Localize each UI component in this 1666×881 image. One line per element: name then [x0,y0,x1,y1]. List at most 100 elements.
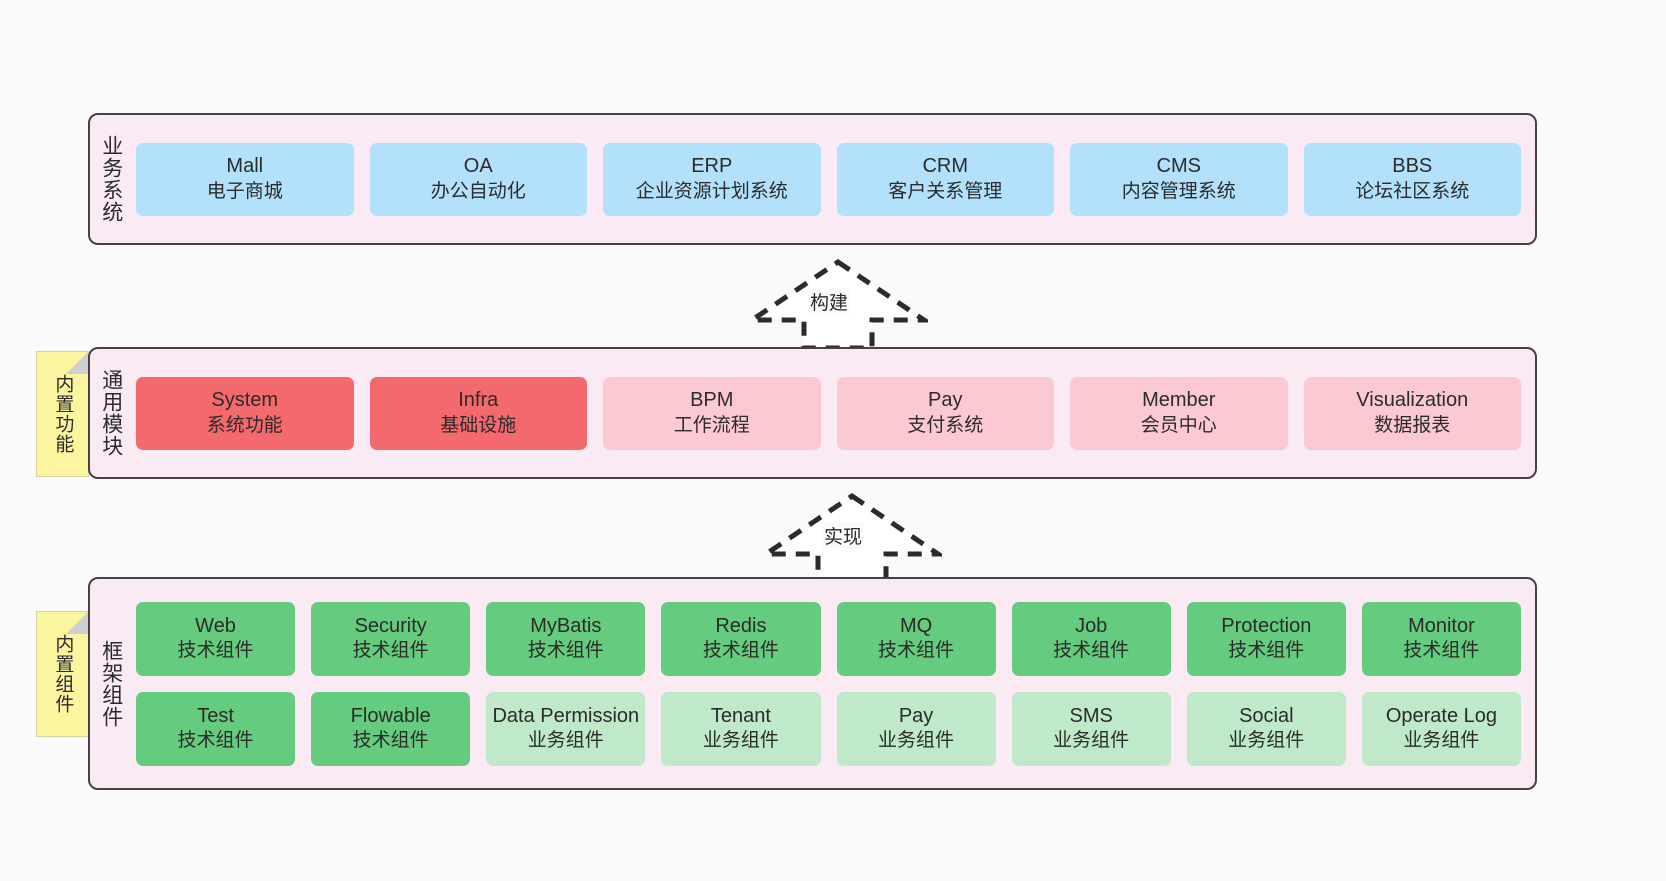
node-title: CMS [1156,155,1201,178]
node-pay-component[interactable]: Pay 业务组件 [836,691,996,766]
layer-body-business: Mall 电子商城 OA 办公自动化 ERP 企业资源计划系统 CRM 客户关系… [132,115,1535,243]
node-title: Monitor [1408,614,1475,637]
node-subtitle: 支付系统 [907,414,984,436]
node-title: Web [195,614,236,637]
node-row: Web 技术组件 Security 技术组件 MyBatis 技术组件 Redi… [136,601,1521,676]
node-subtitle: 技术组件 [878,640,955,662]
node-test[interactable]: Test 技术组件 [136,691,296,766]
node-title: Pay [898,704,934,727]
layer-body-common: System 系统功能 Infra 基础设施 BPM 工作流程 Pay 支付系统… [132,349,1535,477]
node-crm[interactable]: CRM 客户关系管理 [836,142,1054,216]
node-subtitle: 技术组件 [702,640,779,662]
layer-business-system: 业务系统 Mall 电子商城 OA 办公自动化 ERP 企业资源计划系统 CRM… [88,113,1537,245]
node-job[interactable]: Job 技术组件 [1011,601,1171,676]
node-title: System [211,389,279,412]
node-subtitle: 会员中心 [1140,414,1217,436]
node-title: Flowable [350,704,431,727]
node-subtitle: 技术组件 [1053,640,1130,662]
layer-caption-business: 业务系统 [99,135,123,223]
node-subtitle: 技术组件 [1403,640,1480,662]
node-erp[interactable]: ERP 企业资源计划系统 [603,142,821,216]
node-title: Member [1142,389,1216,412]
node-mq[interactable]: MQ 技术组件 [836,601,996,676]
node-subtitle: 技术组件 [352,730,429,752]
node-title: Protection [1221,614,1312,637]
note-builtin-components: 内置组件 [36,611,89,737]
node-redis[interactable]: Redis 技术组件 [661,601,821,676]
node-subtitle: 业务组件 [878,730,955,752]
node-protection[interactable]: Protection 技术组件 [1186,601,1346,676]
node-title: Operate Log [1385,704,1498,727]
node-row: System 系统功能 Infra 基础设施 BPM 工作流程 Pay 支付系统… [136,376,1521,450]
node-title: MyBatis [530,614,602,637]
node-data-permission[interactable]: Data Permission 业务组件 [486,691,646,766]
node-title: Pay [928,389,963,412]
node-web[interactable]: Web 技术组件 [136,601,296,676]
node-visualization[interactable]: Visualization 数据报表 [1303,376,1521,450]
node-bpm[interactable]: BPM 工作流程 [603,376,821,450]
node-title: Redis [715,614,767,637]
node-title: MQ [899,614,933,637]
node-sms[interactable]: SMS 业务组件 [1011,691,1171,766]
node-system[interactable]: System 系统功能 [136,376,354,450]
node-subtitle: 技术组件 [352,640,429,662]
node-monitor[interactable]: Monitor 技术组件 [1361,601,1521,676]
node-flowable[interactable]: Flowable 技术组件 [311,691,471,766]
connector-build-label: 构建 [808,288,851,315]
node-pay-module[interactable]: Pay 支付系统 [836,376,1054,450]
node-subtitle: 业务组件 [527,730,604,752]
node-title: CRM [922,155,969,178]
node-subtitle: 技术组件 [527,640,604,662]
node-title: Social [1239,704,1294,727]
node-subtitle: 业务组件 [702,730,779,752]
node-subtitle: 企业资源计划系统 [635,180,788,202]
layer-common-module: 通用模块 System 系统功能 Infra 基础设施 BPM 工作流程 Pay… [88,347,1537,479]
node-title: Test [197,704,234,727]
note-builtin-features: 内置功能 [36,351,89,477]
node-title: Visualization [1356,389,1469,412]
node-cms[interactable]: CMS 内容管理系统 [1070,142,1288,216]
node-member[interactable]: Member 会员中心 [1070,376,1288,450]
node-title: Security [354,614,427,637]
node-title: Infra [458,389,499,412]
node-subtitle: 技术组件 [1228,640,1305,662]
node-infra[interactable]: Infra 基础设施 [369,376,587,450]
node-social[interactable]: Social 业务组件 [1186,691,1346,766]
node-title: BPM [690,389,734,412]
node-title: Job [1075,614,1108,637]
node-subtitle: 基础设施 [440,414,517,436]
node-title: ERP [691,155,733,178]
node-title: BBS [1392,155,1433,178]
node-title: Mall [226,155,264,178]
node-subtitle: 论坛社区系统 [1355,180,1470,202]
node-title: Data Permission [492,704,640,727]
connector-implement-label: 实现 [822,522,865,549]
node-mall[interactable]: Mall 电子商城 [136,142,354,216]
node-security[interactable]: Security 技术组件 [311,601,471,676]
node-subtitle: 内容管理系统 [1121,180,1236,202]
node-title: SMS [1069,704,1113,727]
node-subtitle: 数据报表 [1374,414,1451,436]
node-subtitle: 工作流程 [673,414,750,436]
node-subtitle: 系统功能 [206,414,283,436]
node-mybatis[interactable]: MyBatis 技术组件 [486,601,646,676]
node-title: Tenant [710,704,771,727]
node-subtitle: 业务组件 [1228,730,1305,752]
node-row: Mall 电子商城 OA 办公自动化 ERP 企业资源计划系统 CRM 客户关系… [136,142,1521,216]
node-tenant[interactable]: Tenant 业务组件 [661,691,821,766]
node-bbs[interactable]: BBS 论坛社区系统 [1303,142,1521,216]
node-subtitle: 电子商城 [206,180,283,202]
node-subtitle: 业务组件 [1403,730,1480,752]
node-oa[interactable]: OA 办公自动化 [369,142,587,216]
layer-caption-framework: 框架组件 [99,639,123,728]
node-subtitle: 业务组件 [1053,730,1130,752]
node-operate-log[interactable]: Operate Log 业务组件 [1361,691,1521,766]
node-subtitle: 客户关系管理 [888,180,1003,202]
layer-body-framework: Web 技术组件 Security 技术组件 MyBatis 技术组件 Redi… [132,579,1535,788]
node-subtitle: 技术组件 [177,730,254,752]
layer-caption-common: 通用模块 [99,369,123,457]
node-subtitle: 技术组件 [177,640,254,662]
layer-framework-component: 框架组件 Web 技术组件 Security 技术组件 MyBatis 技术组件… [88,577,1537,790]
node-title: OA [463,155,493,178]
